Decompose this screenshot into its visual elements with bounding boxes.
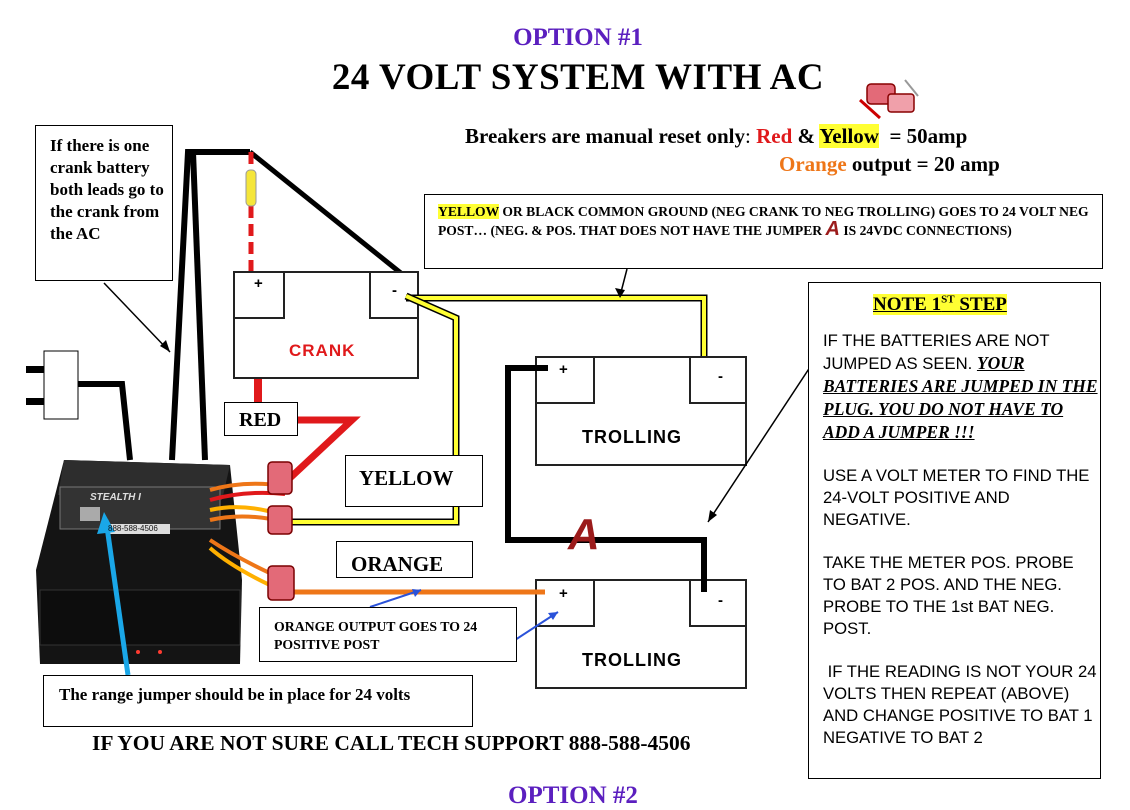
trolling-bottom-minus-terminal: - [718,592,724,609]
breaker-icon [858,79,919,120]
crank-note: If there is one crank battery both leads… [35,125,173,281]
trolling-top-minus-terminal: - [718,368,724,385]
wiring-diagram [26,79,919,689]
tech-support-line: IF YOU ARE NOT SURE CALL TECH SUPPORT 88… [92,731,691,755]
crank-plus-terminal: + [254,275,264,292]
range-jumper-note: The range jumper should be in place for … [43,675,473,727]
breaker-orange [267,565,295,601]
device-phone: 888-588-4506 [108,524,158,533]
trolling-battery-bottom [535,579,747,689]
ac-cord-wire [169,149,250,461]
note-paragraph-4: IF THE READING IS NOT YOUR 24 VOLTS THEN… [823,662,1102,748]
trolling-top-label: TROLLING [582,427,682,447]
note-first-step: NOTE 1ST STEP IF THE BATTERIES ARE NOT J… [808,282,1101,779]
orange-note-arrow [369,589,422,608]
breakers-line-1: Breakers are manual reset only: Red & Ye… [465,124,968,148]
breakers-line-2: Orange output = 20 amp [779,152,1000,176]
range-jumper-arrow [103,519,131,676]
trolling-top-plus-terminal: + [559,361,569,378]
note-paragraph-3: TAKE THE METER POS. PROBE TO BAT 2 POS. … [823,553,1074,639]
trolling-bottom-plus-terminal: + [559,585,569,602]
ground-note: YELLOW OR BLACK COMMON GROUND (NEG CRANK… [424,194,1103,269]
crank-note-arrow [103,282,171,353]
orange-wire-label: ORANGE [336,541,473,578]
orange-output-note: ORANGE OUTPUT GOES TO 24 POSITIVE POST [259,607,517,662]
crank-minus-terminal: - [392,282,398,299]
option-2-heading: OPTION #2 [508,782,638,809]
note-paragraph-1: IF THE BATTERIES ARE NOT JUMPED AS SEEN.… [823,331,1098,443]
page-title: 24 VOLT SYSTEM WITH AC [331,57,825,98]
red-wire-label: RED [224,402,298,436]
ac-plug [26,350,133,461]
trolling-battery-top [535,356,747,466]
crank-battery-label: CRANK [289,341,356,360]
option-1-heading: OPTION #1 [513,24,643,51]
breaker-red [267,461,293,495]
yellow-ground-wire [290,292,708,526]
crank-battery [233,271,419,379]
device-brand: STEALTH I [90,492,141,503]
breaker-yellow [267,505,293,535]
jumper-wire [505,365,707,592]
jumper-a-label: A [568,510,600,559]
side-note-arrow [707,351,821,523]
yellow-wire-label: YELLOW [345,455,483,507]
note-first-step-heading: NOTE 1ST STEP [873,294,1007,316]
trolling-bottom-label: TROLLING [582,650,682,670]
note-paragraph-2: USE A VOLT METER TO FIND THE 24-VOLT POS… [823,466,1090,530]
stealth-controller [36,460,286,664]
